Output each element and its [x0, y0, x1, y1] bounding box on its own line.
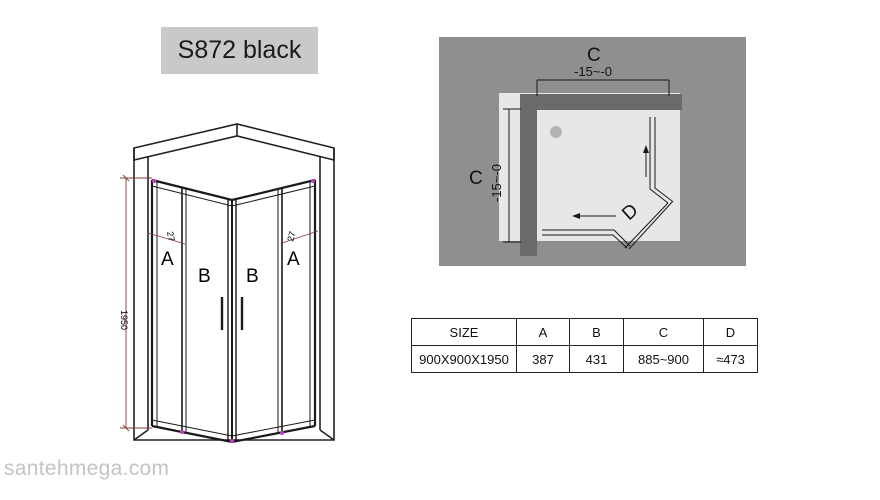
plan-dim-left-range: -15~-0 — [489, 164, 504, 202]
spec-cell-d: ≈473 — [703, 345, 758, 373]
plan-enclosure-lines — [503, 79, 674, 250]
spec-cell-c: 885~900 — [623, 345, 704, 373]
spec-table: SIZE A B C D 900X900X1950 387 431 885~90… — [411, 318, 758, 373]
fitting-markers — [152, 179, 315, 443]
plan-dim-left-letter: C — [469, 168, 483, 189]
panel-label-b-right: B — [246, 266, 259, 287]
panel-label-a-right: A — [287, 249, 300, 270]
angle-dimension-lines — [147, 230, 319, 245]
height-label: 1950 — [119, 310, 129, 330]
plan-dim-top-letter: C — [587, 45, 601, 66]
spec-table-header-row: SIZE A B C D — [411, 318, 758, 346]
angle-label-right: 27 — [285, 230, 297, 242]
spec-cell-b: 431 — [569, 345, 624, 373]
spec-header-size: SIZE — [411, 318, 517, 346]
wall-outline — [133, 123, 335, 441]
drain-icon — [550, 126, 562, 138]
height-dimension-line — [120, 174, 152, 432]
enclosure-frame — [150, 178, 317, 444]
spec-header-d: D — [703, 318, 758, 346]
panel-label-b-left: B — [198, 266, 211, 287]
arrow-left-icon — [572, 213, 580, 219]
panel-label-a-left: A — [161, 249, 174, 270]
spec-cell-a: 387 — [516, 345, 570, 373]
plan-dim-top-range: -15~-0 — [574, 64, 612, 79]
arrow-up-icon — [643, 145, 649, 153]
angle-label-left: 27 — [165, 231, 177, 243]
plan-view-drawing: C -15~-0 C -15~-0 D — [439, 37, 746, 266]
spec-header-a: A — [516, 318, 570, 346]
watermark: santehmega.com — [4, 457, 170, 480]
spec-header-b: B — [569, 318, 624, 346]
wall-top — [520, 94, 682, 110]
model-title: S872 black — [177, 36, 302, 64]
wall-left — [520, 94, 537, 256]
spec-header-c: C — [623, 318, 704, 346]
model-title-box: S872 black — [161, 27, 318, 74]
spec-table-row: 900X900X1950 387 431 885~900 ≈473 — [411, 345, 758, 373]
spec-cell-size: 900X900X1950 — [411, 345, 517, 373]
